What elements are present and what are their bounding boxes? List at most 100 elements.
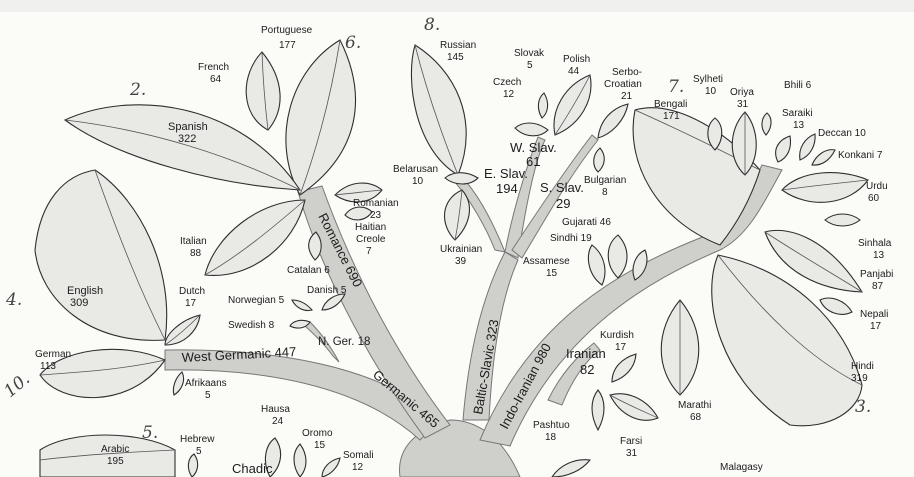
handwritten-3: 3. (855, 397, 871, 417)
label-urdu: Urdu (866, 181, 888, 192)
handwritten-8: 8. (424, 15, 440, 35)
label-slovak: Slovak (514, 48, 545, 59)
label-s-slav: S. Slav. (540, 180, 584, 195)
count-italian: 88 (190, 248, 202, 259)
handwritten-2: 2. (129, 80, 146, 100)
label-italian: Italian (180, 236, 207, 247)
count-french: 64 (210, 74, 222, 85)
count-farsi: 31 (626, 448, 638, 459)
count-english: 309 (70, 297, 88, 309)
label-russian: Russian (440, 40, 476, 51)
label-polish: Polish (563, 54, 590, 65)
count-slovak: 5 (527, 60, 533, 71)
label-malagasy: Malagasy (720, 462, 763, 473)
count-russian: 145 (447, 52, 464, 63)
count-serbo: 21 (621, 91, 633, 102)
label-french: French (198, 62, 229, 73)
label-e-slav-count: 194 (496, 181, 518, 196)
count-hausa: 24 (272, 416, 284, 427)
label-marathi: Marathi (678, 400, 711, 411)
label-deccan: Deccan 10 (818, 128, 866, 139)
label-w-slav-count: 61 (526, 154, 540, 169)
label-assamese: Assamese (523, 256, 570, 267)
label-german: German (35, 349, 71, 360)
label-pashtuo: Pashtuo (533, 420, 570, 431)
label-kurdish: Kurdish (600, 330, 634, 341)
count-hindi: 319 (851, 373, 868, 384)
label-somali: Somali (343, 450, 374, 461)
count-afrikaans: 5 (205, 390, 211, 401)
count-saraiki: 13 (793, 120, 805, 131)
count-urdu: 60 (868, 193, 880, 204)
handwritten-7: 7. (668, 77, 684, 97)
label-swedish: Swedish 8 (228, 320, 275, 331)
label-dutch: Dutch (179, 286, 205, 297)
label-hebrew: Hebrew (180, 434, 215, 445)
count-german: 113 (40, 361, 56, 372)
label-belarusan: Belarusan (393, 164, 438, 175)
count-dutch: 17 (185, 298, 197, 309)
count-portuguese: 177 (279, 40, 296, 51)
label-saraiki: Saraiki (782, 108, 813, 119)
scan-top-edge (0, 0, 914, 12)
handwritten-5: 5. (142, 423, 158, 443)
count-spanish: 322 (178, 133, 196, 145)
count-romanian: 23 (370, 210, 382, 221)
count-ukrainian: 39 (455, 256, 467, 267)
count-sylheti: 10 (705, 86, 717, 97)
count-bulgarian: 8 (602, 187, 608, 198)
count-hebrew: 5 (196, 446, 202, 457)
handwritten-6: 6. (345, 33, 361, 53)
label-hausa: Hausa (261, 404, 290, 415)
label-spanish: Spanish (168, 121, 208, 133)
label-n-ger: N. Ger. 18 (318, 336, 370, 348)
label-e-slav: E. Slav. (484, 166, 528, 181)
label-sindhi: Sindhi 19 (550, 233, 592, 244)
label-sylheti: Sylheti (693, 74, 723, 85)
label-bulgarian: Bulgarian (584, 175, 626, 186)
count-panjabi: 87 (872, 281, 884, 292)
label-afrikaans: Afrikaans (185, 378, 227, 389)
count-kurdish: 17 (615, 342, 627, 353)
label-s-slav-count: 29 (556, 196, 570, 211)
label-serbo-l2: Croatian (604, 79, 642, 90)
count-belarusan: 10 (412, 176, 424, 187)
label-haitian-l2: Creole (356, 234, 386, 245)
label-portuguese: Portuguese (261, 25, 313, 36)
label-chadic: Chadic (232, 461, 273, 476)
label-danish: Danish 5 (307, 285, 347, 296)
count-haitian: 7 (366, 246, 372, 257)
count-czech: 12 (503, 89, 515, 100)
label-bengali: Bengali (654, 99, 687, 110)
handwritten-4: 4. (5, 290, 22, 310)
label-nepali: Nepali (860, 309, 888, 320)
count-nepali: 17 (870, 321, 882, 332)
label-sinhala: Sinhala (858, 238, 892, 249)
count-pashtuo: 18 (545, 432, 557, 443)
label-oriya: Oriya (730, 87, 754, 98)
label-haitian-l1: Haitian (355, 222, 386, 233)
label-ukrainian: Ukrainian (440, 244, 482, 255)
label-czech: Czech (493, 77, 521, 88)
label-iranian-count: 82 (580, 362, 594, 377)
label-panjabi: Panjabi (860, 269, 893, 280)
label-w-slav: W. Slav. (510, 140, 557, 155)
label-hindi: Hindi (851, 361, 874, 372)
label-norwegian: Norwegian 5 (228, 295, 285, 306)
label-catalan: Catalan 6 (287, 265, 330, 276)
count-sinhala: 13 (873, 250, 885, 261)
label-konkani: Konkani 7 (838, 150, 883, 161)
label-arabic: Arabic (101, 444, 129, 455)
label-romanian: Romanian (353, 198, 399, 209)
count-marathi: 68 (690, 412, 702, 423)
count-bengali: 171 (663, 111, 680, 122)
label-oromo: Oromo (302, 428, 333, 439)
count-polish: 44 (568, 66, 580, 77)
label-bhili: Bhili 6 (784, 80, 812, 91)
label-english: English (67, 285, 103, 297)
count-oromo: 15 (314, 440, 326, 451)
label-iranian: Iranian (566, 346, 606, 361)
label-farsi: Farsi (620, 436, 642, 447)
